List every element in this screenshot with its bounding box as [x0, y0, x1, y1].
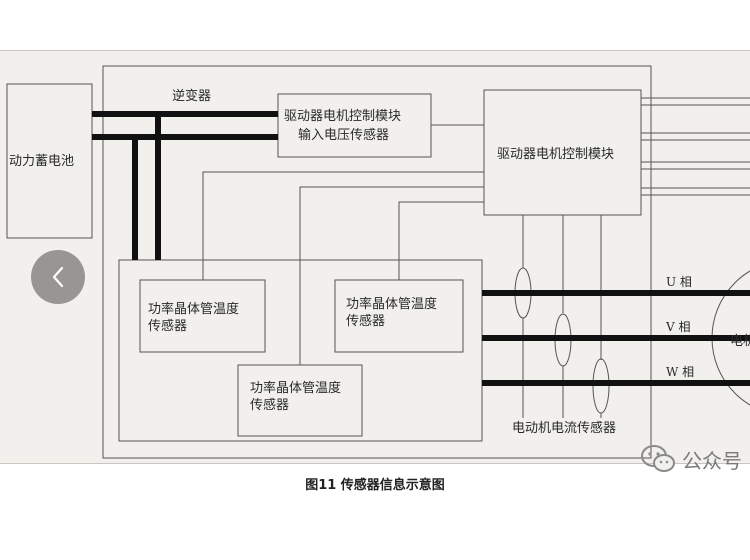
temp-sensor-2-label-line1: 功率晶体管温度 [346, 296, 437, 312]
battery-label: 动力蓄电池 [9, 154, 74, 169]
signal-line-temp-1 [202, 171, 484, 280]
current-sensor-label: 电动机电流传感器 [512, 420, 616, 436]
back-button[interactable] [31, 250, 85, 304]
temp-sensor-1-label-line1: 功率晶体管温度 [148, 301, 239, 317]
chevron-left-icon [52, 266, 64, 288]
input-sensor-label-line1: 驱动器电机控制模块 [284, 109, 401, 124]
figure-caption: 图11 传感器信息示意图 [305, 478, 445, 493]
temp-sensor-3-label-line2: 传感器 [250, 397, 289, 413]
watermark: 公众号 [640, 441, 750, 477]
temp-sensor-3-label-line1: 功率晶体管温度 [250, 380, 341, 396]
watermark-text: 公众号 [682, 448, 742, 473]
temp-sensor-2-label-line2: 传感器 [346, 313, 385, 329]
inverter-outer-frame [102, 65, 652, 459]
phase-v-label: V 相 [665, 320, 690, 334]
temp-sensor-1-label-line2: 传感器 [148, 318, 187, 334]
phase-u-label: U 相 [666, 275, 692, 289]
inverter-label: 逆变器 [172, 88, 211, 104]
input-voltage-sensor-box [277, 93, 432, 158]
signal-line-temp-3 [299, 186, 484, 365]
battery-box [6, 83, 93, 239]
motor-label: 电机 [730, 334, 750, 349]
input-sensor-label-line2: 输入电压传感器 [298, 127, 389, 143]
diagram-sheet [0, 50, 750, 464]
wechat-icon [641, 445, 675, 472]
phase-w-label: W 相 [666, 365, 694, 379]
control-module-label: 驱动器电机控制模块 [497, 147, 614, 162]
signal-line-temp-2 [398, 201, 484, 280]
